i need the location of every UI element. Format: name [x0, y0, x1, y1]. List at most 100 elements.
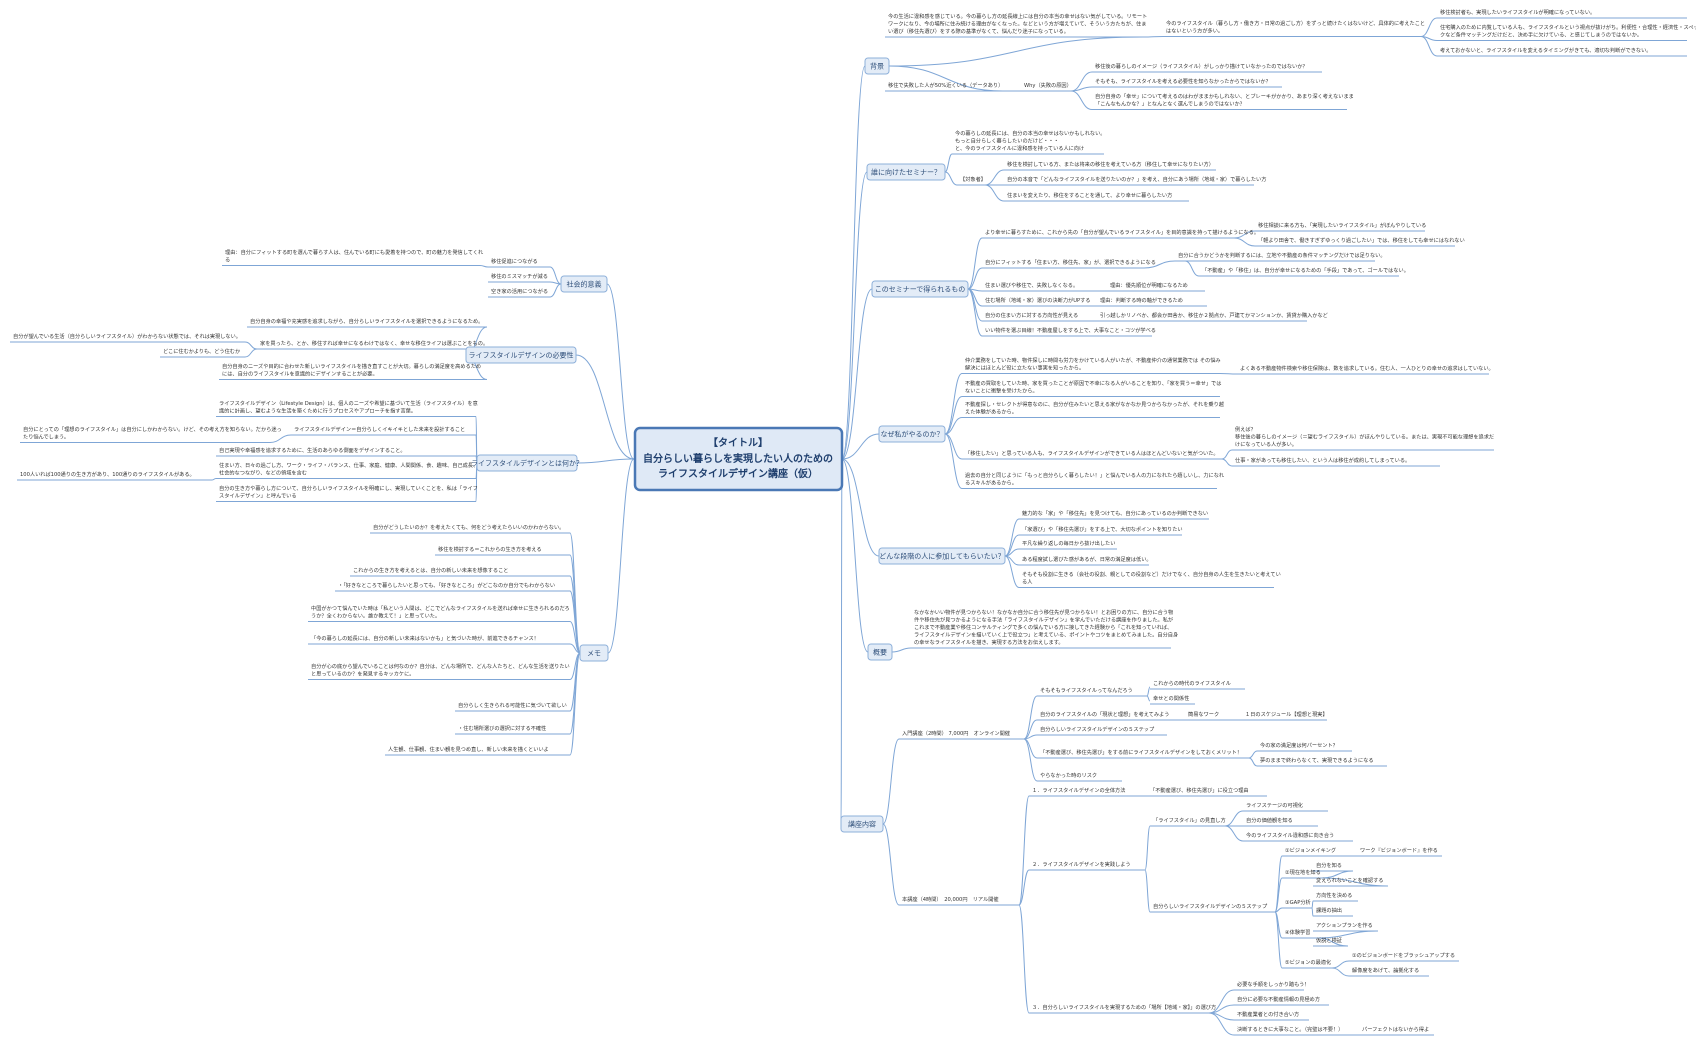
leaf-topic[interactable]: これからの生き方を考えるとは、自分の新しい未来を想像すること — [353, 566, 508, 574]
branch-hitsuyou[interactable]: ライフスタイルデザインの必要性 — [465, 346, 577, 364]
leaf-topic[interactable]: 方向性を決める — [1316, 891, 1352, 899]
leaf-topic[interactable]: 自分が望んでいる生活（自分らしいライフスタイル）がわからない状態では、それは実現… — [13, 332, 241, 340]
leaf-topic[interactable]: 住まいを変えたり、移住をすることを通して、より幸せに暮らしたい方 — [1007, 191, 1172, 199]
branch-haikei[interactable]: 背景 — [864, 57, 890, 75]
leaf-topic[interactable]: 今の生活に違和感を感じている。今の暮らし方の延長線上には自分の本当の幸せはない気… — [888, 12, 1147, 35]
leaf-topic[interactable]: ・住む場所選びの選択に対する不確性 — [458, 724, 546, 732]
leaf-topic[interactable]: 住む場所（地域・家）選びの決断力がUPする — [985, 296, 1091, 304]
leaf-topic[interactable]: 住まい方、日々の過ごし方、ワーク・ライフ・バランス、仕事、家庭、健康、人間関係、… — [219, 461, 478, 477]
leaf-topic[interactable]: 住まい選びや移住で、失敗しなくなる。 — [985, 281, 1078, 289]
leaf-topic[interactable]: いい物件を選ぶ目線！不動産屋しをする上で、大事なこと・コツが学べる — [985, 326, 1156, 334]
branch-shakai[interactable]: 社会的意義 — [560, 275, 608, 293]
leaf-topic[interactable]: 自己実現や幸福感を追求するために、生活のあらゆる側面をデザインすること。 — [219, 446, 406, 454]
leaf-topic[interactable]: 自分がどうしたいのか？を考えたくても、何をどう考えたらいいのかわからない。 — [373, 523, 564, 531]
leaf-topic[interactable]: どこに住むかよりも、どう住むか — [163, 347, 240, 355]
leaf-topic[interactable]: 必要な手順をしっかり踏もう！ — [1237, 980, 1309, 988]
leaf-topic[interactable]: 「ライフスタイル」の見直し方 — [1153, 816, 1226, 824]
leaf-topic[interactable]: 移住を検討している方、または将来の移住を考えている方（移住して幸せになりたい方） — [1007, 160, 1214, 168]
leaf-topic[interactable]: 移住を検討する＝これからの生き方を考える — [438, 545, 542, 553]
leaf-topic[interactable]: そもそもライフスタイルってなんだろう — [1040, 686, 1133, 694]
branch-nanika[interactable]: ライフスタイルデザインとは何か？ — [471, 454, 583, 472]
leaf-topic[interactable]: 「移住したい」と思っている人も、ライフスタイルデザインができている人はほとんどい… — [965, 449, 1219, 457]
leaf-topic[interactable]: ワーク『ビジョンボード』を作る — [1360, 846, 1438, 854]
leaf-topic[interactable]: 平凡な繰り返しの毎日から抜け出したい — [1022, 539, 1115, 547]
leaf-topic[interactable]: 住宅購入のために内覧している人も、ライフスタイルという視点が抜けがち。利便性・合… — [1440, 23, 1696, 39]
leaf-topic[interactable]: 変えられないことを確認する — [1316, 876, 1383, 884]
leaf-topic[interactable]: 自分が心の底から望んでいることは何なのか？自分は、どんな場所で、どんな人たちと、… — [311, 662, 570, 678]
leaf-topic[interactable]: なかなかいい物件が見つからない！なかなか自分に合う移住先が見つからない！とお困り… — [914, 608, 1178, 646]
leaf-topic[interactable]: 自分の生き方や暮らし方について、自分らしいライフスタイルを明確にし、実現していく… — [219, 484, 478, 500]
leaf-topic[interactable]: 本講座（4時間） 20,000円 リアル開催 — [902, 895, 999, 903]
leaf-topic[interactable]: 自分の本音で「どんなライフスタイルを送りたいのか？」を考え、自分にあう場所（地域… — [1007, 175, 1266, 183]
leaf-topic[interactable]: 自分の住まい方に対する方向性が見える — [985, 311, 1078, 319]
leaf-topic[interactable]: ライフステージの可視化 — [1246, 801, 1303, 809]
leaf-topic[interactable]: 幸せとの関係性 — [1153, 694, 1189, 702]
leaf-topic[interactable]: 理由：自分にフィットする町を選んで暮らす人は、住んでいる町にも愛着を持つので、町… — [225, 248, 484, 264]
leaf-topic[interactable]: 自分にフィットする「住まい方、移住先、家」が、選択できるようになる — [985, 258, 1156, 266]
leaf-topic[interactable]: そもそも役割に生きる（会社の役割、親としての役割など）だけでなく、自分自身の人生… — [1022, 570, 1281, 586]
leaf-topic[interactable]: 考えておかないと、ライフスタイルを変えるタイミングがきても、適切な判断ができない… — [1440, 46, 1652, 54]
leaf-topic[interactable]: 仲介業務をしていた時、物件探しに時間も労力をかけている人がいたが、不動産仲介の通… — [965, 356, 1221, 372]
leaf-topic[interactable]: 家を買ったら、とか、移住すれば幸せになるわけではなく、幸せな移住ライフは選ぶこと… — [260, 339, 488, 347]
branch-kouza[interactable]: 講座内容 — [840, 815, 884, 833]
leaf-topic[interactable]: 自分らしく生きられる可能性に気づいて欲しい — [458, 701, 567, 709]
central-topic[interactable]: 【タイトル】 自分らしい暮らしを実現したい人のための ライフスタイルデザイン講座… — [633, 426, 844, 492]
leaf-topic[interactable]: 「不動産」や「移住」は、自分が幸せになるための「手段」であって、ゴールではない。 — [1202, 266, 1409, 274]
leaf-topic[interactable]: アクションプランを作る — [1316, 921, 1373, 929]
leaf-topic[interactable]: ある程度試し選びた感があるが、日常の満足度は低い。 — [1022, 555, 1152, 563]
leaf-topic[interactable]: 移住後の暮らしのイメージ（ライフスタイル）がしっかり描けていなかったのではないか… — [1095, 62, 1308, 70]
leaf-topic[interactable]: 中国がかつて悩んでいた時は「私という人間は、どこでどんなライフスタイルを送れば幸… — [311, 604, 570, 620]
leaf-topic[interactable]: 自分らしいライフスタイルデザインの５ステップ — [1153, 902, 1268, 910]
leaf-topic[interactable]: 人生観、仕事観、住まい観を見つめ直し、新しい未来を描くといいよ — [388, 745, 549, 753]
leaf-topic[interactable]: 過去の自分と同じように「もっと自分らしく暮らしたい！」と悩んでいる人の力になれた… — [965, 471, 1225, 487]
leaf-topic[interactable]: ライフスタイルデザイン（Lifestyle Design）は、個人のニーズや希望… — [219, 399, 478, 415]
leaf-topic[interactable]: ⑤ビジョンの最適化 — [1285, 958, 1331, 966]
leaf-topic[interactable]: 入門講座（2時間） 7,000円 オンライン開催 — [902, 729, 1010, 737]
leaf-topic[interactable]: ①のビジョンボードをブラッシュアップする — [1352, 951, 1455, 959]
leaf-topic[interactable]: １．ライフスタイルデザインの全体方法 — [1032, 786, 1125, 794]
leaf-topic[interactable]: 引っ越しかリノベか、都会か田舎か、移住か２拠点か、戸建てかマンションか、賃貸か購… — [1100, 311, 1329, 319]
leaf-topic[interactable]: 課題の抽出 — [1316, 906, 1342, 914]
leaf-topic[interactable]: 簡易なワーク — [1188, 710, 1219, 718]
leaf-topic[interactable]: 「不動産選び、移住先選び」をする前にライフスタイルデザインをしておくメリット！ — [1040, 748, 1242, 756]
branch-memo[interactable]: メモ — [579, 644, 609, 662]
leaf-topic[interactable]: 夢のままで終わらなくて、実現できるようになる — [1260, 756, 1374, 764]
leaf-topic[interactable]: 移住で失敗した人が50%近くいる（データあり） — [888, 81, 1003, 89]
leaf-topic[interactable]: 空き家の活用につながる — [491, 287, 548, 295]
leaf-topic[interactable]: 自分にとっての「理想のライフスタイル」は自分にしかわからない。けど、その考え方を… — [23, 425, 282, 441]
leaf-topic[interactable]: やらなかった時のリスク — [1040, 771, 1097, 779]
leaf-topic[interactable]: Why（失敗の原因） — [1024, 81, 1072, 89]
leaf-topic[interactable]: ２．ライフスタイルデザインを実践しよう — [1032, 860, 1131, 868]
leaf-topic[interactable]: よくある不動産物件検索や移住保険は、数を追求している。住む人、一人ひとりの幸せの… — [1240, 364, 1494, 372]
leaf-topic[interactable]: 不動産探し・セレクトが得意なのに、自分が住みたいと思える家がなかなか見つからなか… — [965, 400, 1225, 416]
branch-gaiyou[interactable]: 概要 — [867, 643, 893, 661]
leaf-topic[interactable]: 自分らしいライフスタイルデザインの５ステップ — [1040, 725, 1155, 733]
leaf-topic[interactable]: 「今の暮らしの延長には、自分の新しい未来はないかも」と気づいた時が、前進できるチ… — [311, 634, 539, 642]
leaf-topic[interactable]: 今の暮らしの延長には、自分の本当の幸せはないかもしれない。もっと自分らしく暮らし… — [955, 129, 1105, 152]
leaf-topic[interactable]: 自分自身の「幸せ」について考えるのはわがままかもしれない、とブレーキがかかり、あ… — [1095, 92, 1354, 108]
leaf-topic[interactable]: 【対象者】 — [960, 175, 986, 183]
leaf-topic[interactable]: 「家選び」や「移住先選び」をする上で、大切なポイントを知りたい — [1022, 525, 1183, 533]
leaf-topic[interactable]: ライフスタイルデザイン＝自分らしくイキイキとした未来を設計すること — [294, 425, 465, 433]
leaf-topic[interactable]: より幸せに暮らすために、これから先の「自分が望んでいるライフスタイル」を目的意識… — [985, 228, 1259, 236]
leaf-topic[interactable]: 理由：優先順位が明確になるため — [1110, 281, 1188, 289]
leaf-topic[interactable]: 不動産の買取をしていた時、家を買ったことが原因で不幸になる人がいることを知り、「… — [965, 379, 1221, 395]
leaf-topic[interactable]: 理由：判断する時の軸ができるため — [1100, 296, 1183, 304]
leaf-topic[interactable]: ・「好きなところで暮らしたいと思っても、「好きなところ」がどこなのか自分でもわか… — [338, 581, 555, 589]
leaf-topic[interactable]: 自分自身のニーズや目的に合わせた新しいライフスタイルを描き直すことが大切。暮らし… — [222, 362, 481, 378]
leaf-topic[interactable]: ②現在地を知る — [1285, 868, 1321, 876]
leaf-topic[interactable]: 自分を知る — [1316, 861, 1342, 869]
leaf-topic[interactable]: 不動産業者との付き合い方 — [1237, 1010, 1299, 1018]
leaf-topic[interactable]: ④体験学習 — [1285, 928, 1310, 936]
leaf-topic[interactable]: 解像度をあげて、論拠化する — [1352, 966, 1419, 974]
leaf-topic[interactable]: ３．自分らしいライフスタイルを実現するための「場所【地域・家】」の選び方 — [1032, 1003, 1216, 1011]
leaf-topic[interactable]: ①ビジョンメイキング — [1285, 846, 1336, 854]
branch-donna[interactable]: どんな段階の人に参加してもらいたい？ — [878, 547, 1006, 565]
leaf-topic[interactable]: 移住促進につながる — [491, 257, 538, 265]
leaf-topic[interactable]: 仕事・家があっても移住したい、という人は移住が成約してしまっている。 — [1235, 456, 1410, 464]
leaf-topic[interactable]: 「不動産選び、移住先選び」に役立つ理由 — [1150, 786, 1249, 794]
leaf-topic[interactable]: 例えば？移住後の暮らしのイメージ（＝望むライフスタイル）がぼんやりしている。また… — [1235, 425, 1494, 448]
leaf-topic[interactable]: 移住のミスマッチが減る — [491, 272, 548, 280]
leaf-topic[interactable]: 魅力的な「家」や「移住先」を見つけても、自分にあっているのか判断できない — [1022, 509, 1208, 517]
leaf-topic[interactable]: 100人いれば100通りの生き方があり、100通りのライフスタイルがある。 — [20, 470, 195, 478]
